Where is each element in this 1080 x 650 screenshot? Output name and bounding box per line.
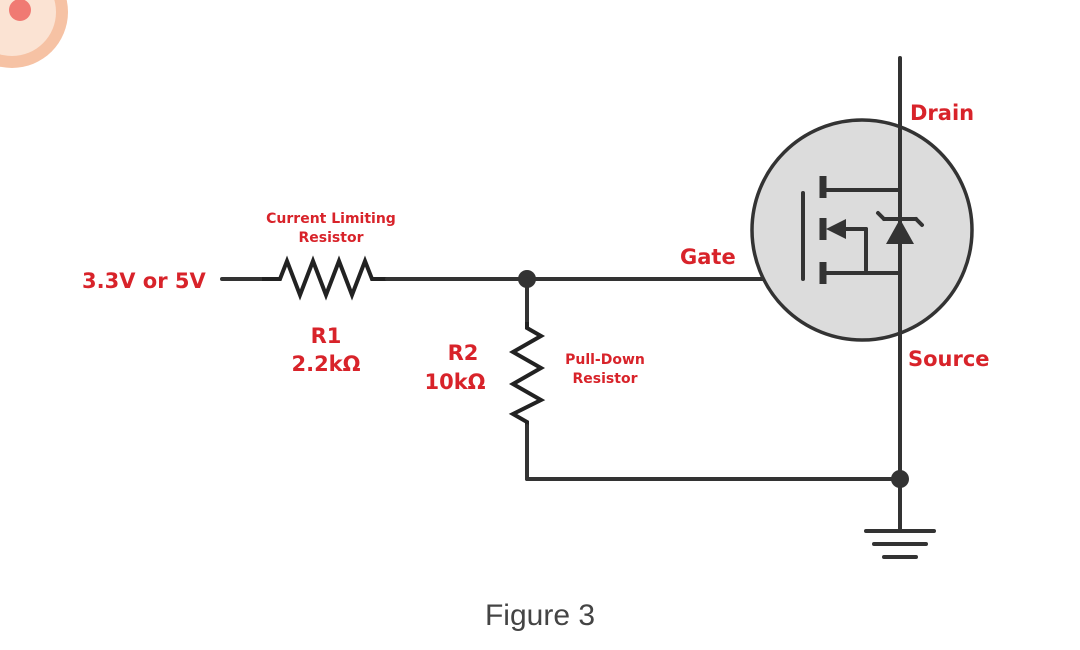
figure-caption: Figure 3: [485, 599, 595, 632]
ground-symbol: [864, 477, 936, 559]
r2-note-line2: Resistor: [573, 371, 638, 387]
r1-resistor: [262, 255, 387, 301]
r2-name: R2: [448, 341, 479, 365]
r1-name: R1: [311, 324, 342, 348]
r2-resistor: [508, 322, 546, 426]
r2-value: 10kΩ: [424, 370, 485, 394]
r2-note-line1: Pull-Down: [565, 352, 645, 368]
r1-note-line1: Current Limiting: [266, 211, 396, 227]
drain-label: Drain: [910, 101, 974, 125]
corner-badge-dot: [9, 0, 31, 21]
corner-badge: [0, 0, 68, 68]
input-voltage-label: 3.3V or 5V: [82, 269, 206, 293]
source-label: Source: [908, 347, 990, 371]
input-wire: [220, 255, 777, 301]
r2-branch: [508, 277, 902, 481]
gate-label: Gate: [680, 245, 736, 269]
body-diode-icon: [886, 219, 914, 244]
r1-value: 2.2kΩ: [291, 352, 360, 376]
body-arrow-icon: [826, 219, 846, 239]
r1-note-line2: Resistor: [299, 230, 364, 246]
mosfet: [750, 56, 974, 481]
